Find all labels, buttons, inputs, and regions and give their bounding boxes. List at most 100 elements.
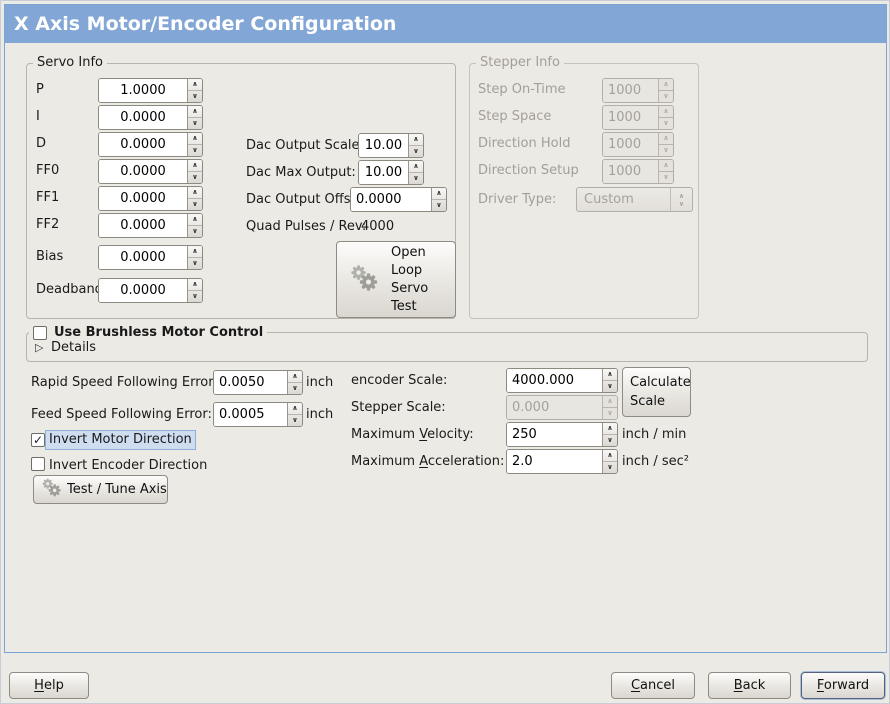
spin-down-icon: ∨ (663, 146, 669, 154)
spin-down-icon[interactable]: ∨ (192, 119, 198, 127)
spin-up-icon[interactable]: ∧ (288, 403, 302, 415)
use-brushless-checkbox[interactable] (33, 326, 47, 340)
details-expander-label[interactable]: Details (51, 340, 97, 355)
spin-down-icon[interactable]: ∨ (192, 292, 198, 300)
stepper-scale-spinbox: 0.000∧∨ (506, 395, 618, 420)
invert-encoder-checkbox[interactable] (31, 457, 45, 471)
spin-down-icon[interactable]: ∨ (192, 92, 198, 100)
gears-icon (41, 477, 62, 502)
calculate-scale-button[interactable]: Calculate Scale (622, 367, 691, 417)
max-acceleration-spinbox[interactable]: 2.0∧∨ (506, 449, 618, 474)
open-loop-servo-test-button[interactable]: Open Loop Servo Test (336, 241, 456, 318)
dac-max-output-spinbox[interactable]: 10.00∧∨ (358, 160, 424, 185)
spin-up-icon[interactable]: ∧ (188, 79, 202, 91)
spin-down-icon[interactable]: ∨ (292, 416, 298, 424)
spin-up-icon[interactable]: ∧ (603, 423, 617, 435)
spin-down-icon[interactable]: ∨ (413, 174, 419, 182)
quad-pulses-label: Quad Pulses / Rev: (246, 219, 367, 234)
test-tune-axis-button[interactable]: Test / Tune Axis (33, 475, 168, 504)
step-space-spinbox: 1000∧∨ (602, 105, 674, 130)
servo-ff2-spinbox[interactable]: 0.0000∧∨ (98, 213, 203, 238)
spin-down-icon: ∨ (607, 409, 613, 417)
spin-down-icon: ∨ (663, 173, 669, 181)
servo-ff1-label: FF1 (36, 190, 60, 205)
open-loop-line: Test (391, 298, 417, 314)
spin-up-icon: ∧ (603, 396, 617, 408)
servo-i-label: I (36, 109, 40, 124)
spin-up-icon[interactable]: ∧ (409, 161, 423, 173)
gears-icon (349, 263, 379, 297)
feed-following-error-spinbox[interactable]: 0.0005∧∨ (213, 402, 303, 427)
content-border (4, 4, 887, 653)
servo-bias-label: Bias (36, 249, 64, 264)
step-on-time-label: Step On-Time (478, 82, 566, 97)
spin-down-icon[interactable]: ∨ (607, 436, 613, 444)
spin-up-icon[interactable]: ∧ (409, 134, 423, 146)
spin-down-icon[interactable]: ∨ (192, 200, 198, 208)
servo-bias-spinbox[interactable]: 0.0000∧∨ (98, 245, 203, 270)
spin-up-icon: ∧ (659, 133, 673, 145)
spin-up-icon: ∧ (659, 79, 673, 91)
cancel-button[interactable]: Cancel (611, 672, 695, 699)
spin-up-icon: ∧ (659, 106, 673, 118)
spin-up-icon[interactable]: ∧ (288, 371, 302, 383)
servo-deadband-spinbox[interactable]: 0.0000∧∨ (98, 278, 203, 303)
servo-d-spinbox[interactable]: 0.0000∧∨ (98, 132, 203, 157)
spin-up-icon[interactable]: ∧ (188, 133, 202, 145)
stepper-scale-label: Stepper Scale: (351, 400, 446, 415)
servo-i-spinbox[interactable]: 0.0000∧∨ (98, 105, 203, 130)
rapid-following-error-spinbox[interactable]: 0.0050∧∨ (213, 370, 303, 395)
encoder-scale-label: encoder Scale: (351, 373, 448, 388)
spin-up-icon[interactable]: ∧ (603, 369, 617, 381)
spin-up-icon[interactable]: ∧ (188, 160, 202, 172)
driver-type-combobox: Custom ∧∨ (576, 187, 693, 212)
open-loop-line: Open (391, 244, 426, 260)
expander-arrow-icon[interactable]: ▷ (35, 341, 44, 354)
title-bar: X Axis Motor/Encoder Configuration (5, 5, 886, 43)
direction-setup-label: Direction Setup (478, 163, 579, 178)
rapid-following-error-label: Rapid Speed Following Error: (31, 375, 218, 390)
back-button[interactable]: Back (708, 672, 791, 699)
dac-output-scale-spinbox[interactable]: 10.00∧∨ (358, 133, 424, 158)
spin-down-icon: ∨ (663, 92, 669, 100)
max-velocity-spinbox[interactable]: 250∧∨ (506, 422, 618, 447)
dac-output-offset-label: Dac Output Offset: (246, 192, 368, 207)
servo-ff0-spinbox[interactable]: 0.0000∧∨ (98, 159, 203, 184)
encoder-scale-spinbox[interactable]: 4000.000∧∨ (506, 368, 618, 393)
spin-down-icon[interactable]: ∨ (192, 259, 198, 267)
feed-following-error-unit: inch (306, 407, 334, 422)
servo-info-frame-title: Servo Info (33, 55, 107, 71)
spin-up-icon[interactable]: ∧ (188, 279, 202, 291)
help-button[interactable]: Help (9, 672, 89, 699)
spin-down-icon[interactable]: ∨ (413, 147, 419, 155)
spin-up-icon: ∧ (659, 160, 673, 172)
servo-p-spinbox[interactable]: 1.0000∧∨ (98, 78, 203, 103)
dac-output-offset-spinbox[interactable]: 0.0000∧∨ (350, 187, 447, 212)
invert-encoder-label[interactable]: Invert Encoder Direction (49, 458, 208, 473)
spin-down-icon[interactable]: ∨ (192, 227, 198, 235)
spin-up-icon[interactable]: ∧ (188, 106, 202, 118)
spin-down-icon[interactable]: ∨ (292, 384, 298, 392)
forward-button[interactable]: Forward (801, 672, 885, 699)
page-title: X Axis Motor/Encoder Configuration (14, 13, 397, 35)
check-icon: ✓ (32, 433, 44, 447)
spin-down-icon[interactable]: ∨ (607, 382, 613, 390)
spin-up-icon[interactable]: ∧ (603, 450, 617, 462)
servo-d-label: D (36, 136, 47, 151)
feed-following-error-label: Feed Speed Following Error: (31, 407, 212, 422)
spin-down-icon[interactable]: ∨ (436, 201, 442, 209)
dac-output-scale-label: Dac Output Scale: (246, 138, 364, 153)
spin-down-icon[interactable]: ∨ (607, 463, 613, 471)
servo-ff1-spinbox[interactable]: 0.0000∧∨ (98, 186, 203, 211)
spin-down-icon[interactable]: ∨ (192, 146, 198, 154)
spin-up-icon[interactable]: ∧ (188, 187, 202, 199)
invert-motor-checkbox[interactable]: ✓ (31, 433, 45, 447)
spin-up-icon[interactable]: ∧ (188, 214, 202, 226)
spin-up-icon[interactable]: ∧ (432, 188, 446, 200)
servo-ff0-label: FF0 (36, 163, 60, 178)
open-loop-line: Loop (391, 262, 423, 278)
use-brushless-label: Use Brushless Motor Control (54, 325, 264, 340)
spin-down-icon[interactable]: ∨ (192, 173, 198, 181)
invert-motor-label[interactable]: Invert Motor Direction (45, 430, 196, 450)
spin-up-icon[interactable]: ∧ (188, 246, 202, 258)
